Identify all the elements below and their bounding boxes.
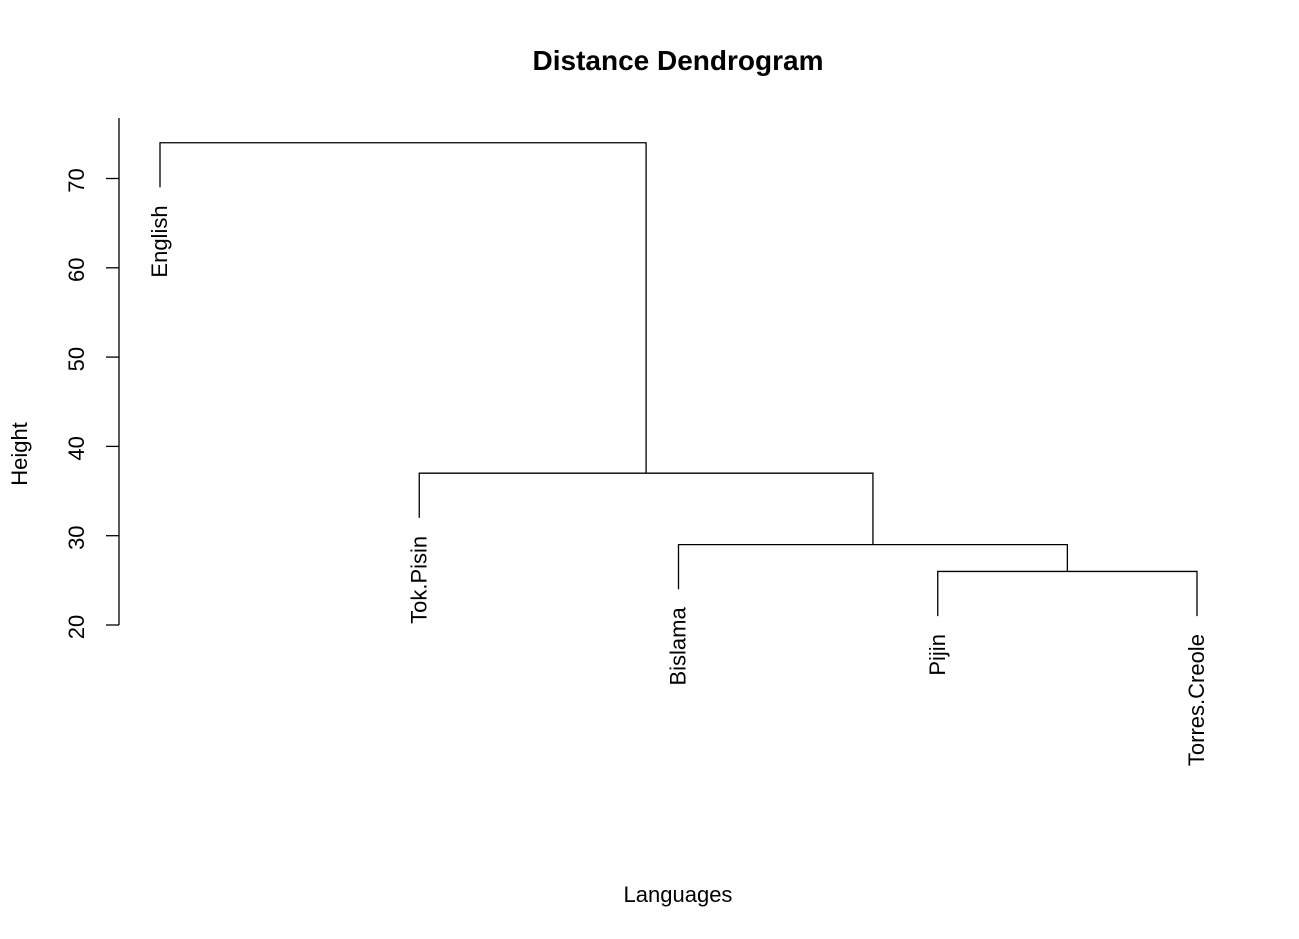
leaf-label: Tok.Pisin — [406, 536, 431, 624]
x-axis-label: Languages — [624, 882, 733, 907]
dendrogram-branch — [677, 543, 1069, 590]
y-tick-label: 50 — [64, 347, 89, 371]
chart-title: Distance Dendrogram — [533, 45, 824, 76]
dendrogram-branches — [159, 142, 1198, 617]
dendrogram-branch — [418, 472, 874, 545]
y-tick-label: 60 — [64, 258, 89, 282]
y-axis: 20 30 40 50 60 70 — [64, 118, 120, 639]
leaf-label: Pijin — [925, 634, 950, 676]
leaf-label: English — [147, 205, 172, 277]
y-tick-label: 20 — [64, 615, 89, 639]
y-tick-label: 30 — [64, 525, 89, 549]
dendrogram-branch — [937, 570, 1198, 617]
leaf-label: Torres.Creole — [1184, 634, 1209, 766]
dendrogram-branch — [159, 142, 647, 474]
y-axis-label: Height — [7, 422, 32, 486]
y-tick-label: 70 — [64, 168, 89, 192]
leaf-label: Bislama — [666, 607, 691, 686]
y-tick-label: 40 — [64, 436, 89, 460]
